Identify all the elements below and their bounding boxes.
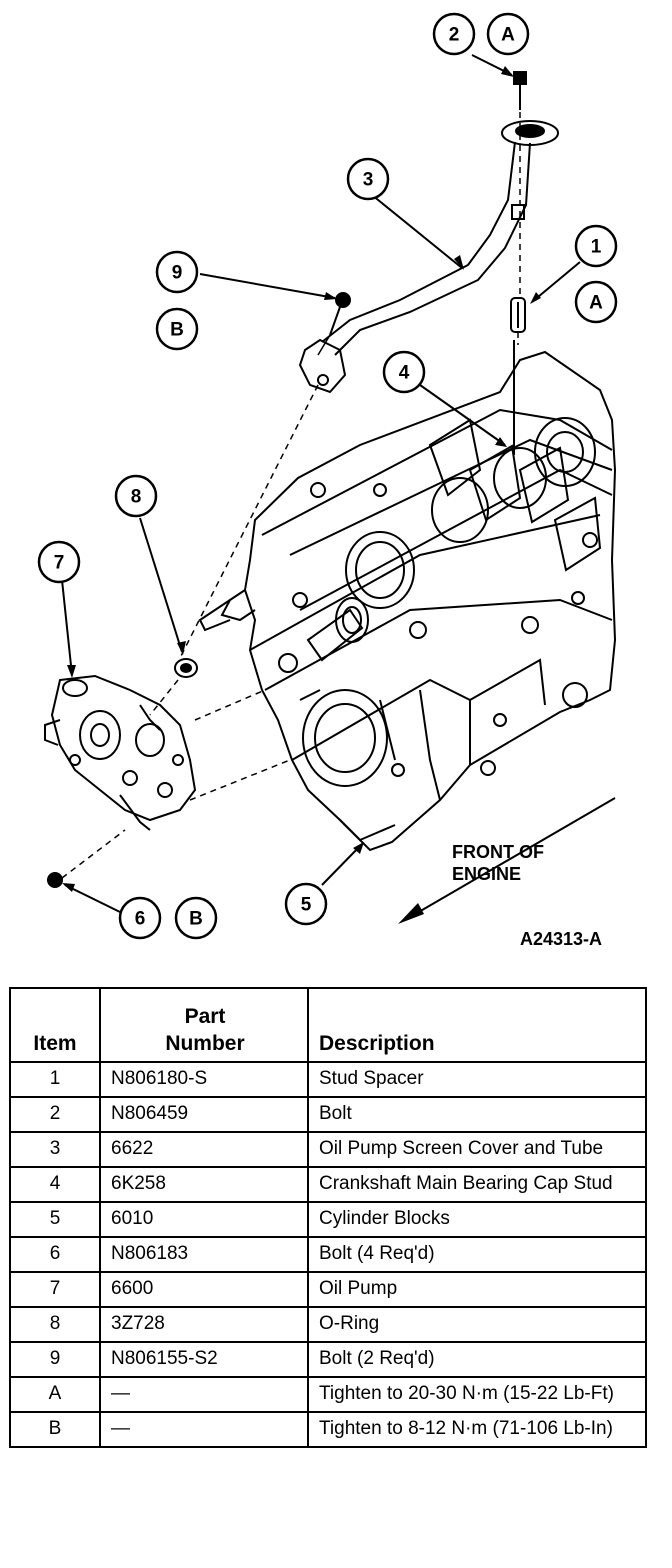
callout-B-left: B xyxy=(170,320,184,341)
table-row: 5 6010 Cylinder Blocks xyxy=(9,1201,647,1238)
callout-6-circle xyxy=(118,896,162,940)
header-description: Description xyxy=(307,987,647,1063)
table-row: 3 6622 Oil Pump Screen Cover and Tube xyxy=(9,1131,647,1168)
callout-7-circle xyxy=(37,540,81,584)
table-row: A — Tighten to 20-30 N·m (15-22 Lb-Ft) xyxy=(9,1376,647,1413)
row-part-number: 6600 xyxy=(99,1271,309,1308)
row-description: Bolt (2 Req'd) xyxy=(307,1341,647,1378)
parts-table: Item Part Number Description 1 N806180-S… xyxy=(9,987,647,1448)
row-item: 1 xyxy=(9,1061,101,1098)
row-description: Crankshaft Main Bearing Cap Stud xyxy=(307,1166,647,1203)
callout-4: 4 xyxy=(399,363,410,384)
row-description: Oil Pump xyxy=(307,1271,647,1308)
callout-5: 5 xyxy=(301,895,312,916)
callout-4-circle xyxy=(382,350,426,394)
row-description: Bolt xyxy=(307,1096,647,1133)
row-item: 7 xyxy=(9,1271,101,1308)
row-item: 2 xyxy=(9,1096,101,1133)
callout-1: 1 xyxy=(591,237,602,258)
callout-A-top-circle xyxy=(486,12,530,56)
table-row: 7 6600 Oil Pump xyxy=(9,1271,647,1308)
row-item: 3 xyxy=(9,1131,101,1168)
row-part-number: 6K258 xyxy=(99,1166,309,1203)
row-part-number: — xyxy=(99,1411,309,1448)
o-ring-drawing xyxy=(174,658,198,678)
figure-id: A24313-A xyxy=(520,929,602,949)
callout-6: 6 xyxy=(135,909,146,930)
row-description: O-Ring xyxy=(307,1306,647,1343)
row-description: Oil Pump Screen Cover and Tube xyxy=(307,1131,647,1168)
front-of-engine-arrow xyxy=(398,797,616,924)
row-description: Cylinder Blocks xyxy=(307,1201,647,1238)
callout-A-right: A xyxy=(589,293,603,314)
row-description: Tighten to 8-12 N·m (71-106 Lb-In) xyxy=(307,1411,647,1448)
table-row: 9 N806155-S2 Bolt (2 Req'd) xyxy=(9,1341,647,1378)
table-row: 2 N806459 Bolt xyxy=(9,1096,647,1133)
row-description: Bolt (4 Req'd) xyxy=(307,1236,647,1273)
row-item: 6 xyxy=(9,1236,101,1273)
row-part-number: 3Z728 xyxy=(99,1306,309,1343)
header-part-line2: Number xyxy=(165,1032,245,1055)
table-row: 6 N806183 Bolt (4 Req'd) xyxy=(9,1236,647,1273)
table-row: 8 3Z728 O-Ring xyxy=(9,1306,647,1343)
row-description: Tighten to 20-30 N·m (15-22 Lb-Ft) xyxy=(307,1376,647,1413)
callout-B-left-circle xyxy=(155,307,199,351)
row-item: 4 xyxy=(9,1166,101,1203)
callout-2: 2 xyxy=(449,25,460,46)
callout-8-circle xyxy=(114,474,158,518)
row-item: A xyxy=(9,1376,101,1413)
callout-8: 8 xyxy=(131,487,142,508)
callout-9-circle xyxy=(155,250,199,294)
callout-9: 9 xyxy=(172,263,183,284)
bolt-item-6-drawing xyxy=(47,872,63,888)
row-description: Stud Spacer xyxy=(307,1061,647,1098)
row-part-number: N806459 xyxy=(99,1096,309,1133)
engine-oil-pump-diagram: 2 A 3 1 A 9 B 4 8 7 6 B 5 FRONT OF ENGIN… xyxy=(37,12,618,949)
callout-B-bottom: B xyxy=(189,909,203,930)
callout-3-circle xyxy=(346,157,390,201)
row-part-number: N806183 xyxy=(99,1236,309,1273)
front-of-engine-label-line2: ENGINE xyxy=(452,864,521,884)
table-row: 1 N806180-S Stud Spacer xyxy=(9,1061,647,1098)
oil-pump-screen-tube-drawing xyxy=(298,120,559,394)
row-item: 9 xyxy=(9,1341,101,1378)
table-row: 4 6K258 Crankshaft Main Bearing Cap Stud xyxy=(9,1166,647,1203)
header-part-line1: Part xyxy=(184,1005,226,1028)
row-item: B xyxy=(9,1411,101,1448)
row-part-number: — xyxy=(99,1376,309,1413)
row-part-number: N806155-S2 xyxy=(99,1341,309,1378)
callout-7: 7 xyxy=(54,553,65,574)
front-of-engine-label-line1: FRONT OF xyxy=(452,842,544,862)
callout-1-circle xyxy=(574,224,618,268)
callout-3: 3 xyxy=(363,170,374,191)
callout-5-circle xyxy=(284,882,328,926)
bolt-item-2-drawing xyxy=(513,71,527,110)
callout-A-top: A xyxy=(501,25,515,46)
cylinder-block-drawing xyxy=(198,350,617,852)
callout-2-circle xyxy=(432,12,476,56)
callout-B-bottom-circle xyxy=(174,896,218,940)
table-row: B — Tighten to 8-12 N·m (71-106 Lb-In) xyxy=(9,1411,647,1448)
row-part-number: 6622 xyxy=(99,1131,309,1168)
row-part-number: 6010 xyxy=(99,1201,309,1238)
oil-pump-drawing xyxy=(44,674,197,831)
header-item: Item xyxy=(9,987,101,1063)
stud-spacer-drawing xyxy=(510,297,526,333)
callout-A-right-circle xyxy=(574,280,618,324)
table-header-row: Item Part Number Description xyxy=(9,987,647,1063)
header-part-number: Part Number xyxy=(99,987,309,1063)
bolt-item-9-drawing xyxy=(329,292,351,336)
row-part-number: N806180-S xyxy=(99,1061,309,1098)
row-item: 8 xyxy=(9,1306,101,1343)
row-item: 5 xyxy=(9,1201,101,1238)
